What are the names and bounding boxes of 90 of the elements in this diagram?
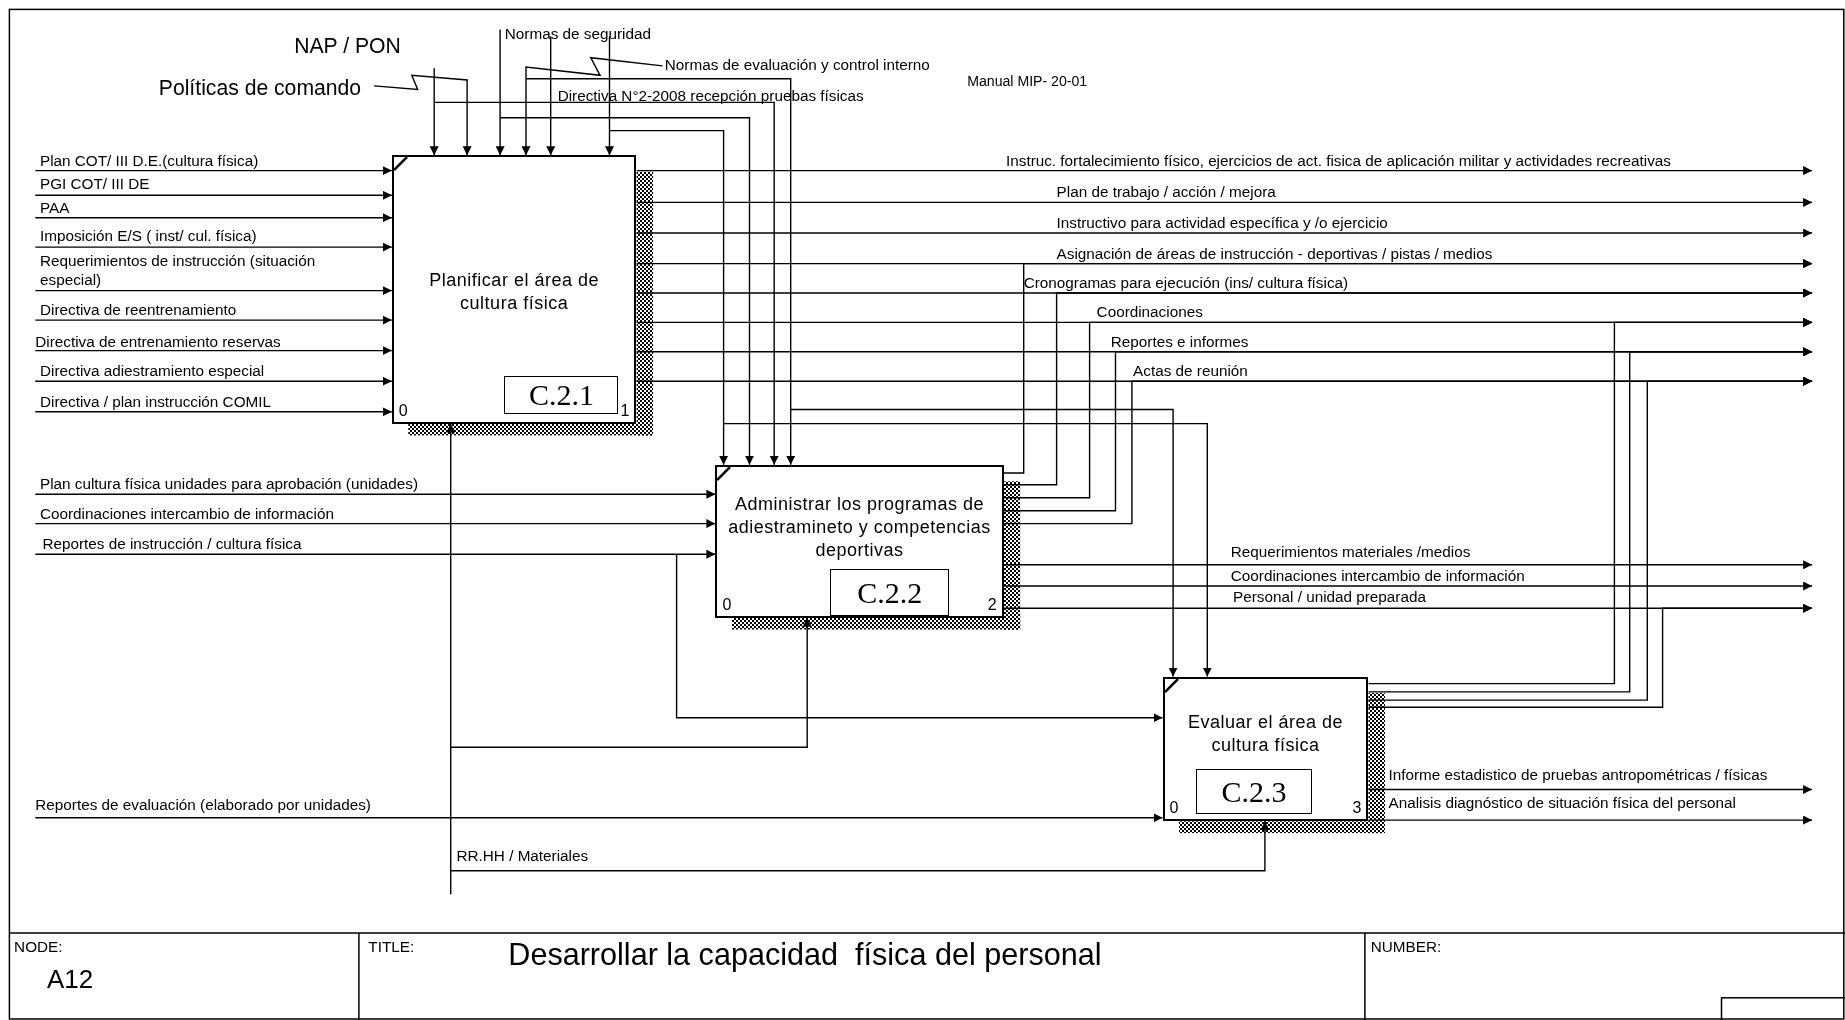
corner-number: 0 [722, 595, 732, 614]
edge-label: Reportes de evaluación (elaborado por unidades) [35, 795, 371, 815]
edge-label: PGI COT/ III DE [40, 174, 150, 194]
edge-label: Plan cultura física unidades para aprobación (unidades) [40, 474, 419, 494]
arrow [450, 617, 812, 748]
activity-box [715, 464, 1004, 618]
edge-label: Instructivo para actividad específica y /o ejercicio [1056, 213, 1388, 233]
arrow [34, 813, 1164, 823]
edge-label: Plan de trabajo / acción / mejora [1056, 182, 1276, 202]
edge-label: PAA [40, 197, 70, 217]
arrow [34, 549, 717, 559]
arrow [34, 346, 393, 356]
arrow [373, 74, 472, 156]
edge-label: Directiva de reentrenamiento [40, 300, 237, 320]
edge-label: Directiva adiestramiento especial [40, 361, 265, 381]
arrow [1367, 785, 1813, 794]
edge-label: Reportes de instrucción / cultura física [42, 534, 302, 554]
reference-code: C.2.1 [504, 376, 619, 414]
edge-label: Coordinaciones intercambio de información [40, 503, 334, 523]
arrow [34, 242, 393, 252]
title-block-text: A12 [47, 964, 94, 994]
arrow [433, 101, 779, 466]
arrow [34, 315, 393, 325]
edge-label: Requerimientos materiales /medios [1230, 542, 1471, 562]
edge-label: Imposición E/S ( inst/ cul. física) [40, 225, 257, 245]
edge-label: RR.HH / Materiales [456, 846, 589, 866]
arrow [1367, 815, 1813, 825]
title-block-text: NUMBER: [1370, 937, 1442, 956]
edge-label: Directiva / plan instrucción COMIL [40, 391, 271, 411]
arrow [34, 519, 717, 529]
edge-label: Normas de seguridad [504, 23, 651, 43]
edge-label: Normas de evaluación y control interno [664, 55, 930, 75]
edge-label: Políticas de comando [158, 75, 362, 102]
edge-label: Asignación de áreas de instrucción - deportivas / pistas / medios [1056, 243, 1493, 263]
arrow [525, 78, 796, 466]
arrow [722, 422, 1212, 678]
edge-label: Actas de reunión [1133, 361, 1248, 381]
arrow [635, 197, 1813, 207]
title-block-text: NODE: [14, 937, 63, 956]
title-block-text: TITLE: [368, 937, 415, 956]
activity-name: Administrar los programas de adiestramineto y competencias deportivas [727, 492, 992, 562]
edge-label: Coordinaciones [1096, 302, 1203, 322]
box-number: 3 [1352, 799, 1362, 818]
arrow [34, 213, 393, 223]
arrow [675, 553, 1164, 723]
edge-label: NAP / PON [294, 32, 401, 59]
arrow [34, 190, 393, 200]
arrow [1003, 581, 1813, 591]
activity-name: Planificar el área de cultura física [428, 269, 600, 316]
arrow [790, 408, 1178, 678]
edge-label: Cronogramas para ejecución (ins/ cultura física) [1023, 273, 1349, 293]
edge-label: Personal / unidad preparada [1233, 587, 1426, 607]
activity-box [1162, 676, 1369, 822]
arrow [34, 376, 393, 386]
title-block-text: Manual MIP- 20-01 [967, 73, 1088, 89]
arrow [521, 56, 664, 156]
arrow [429, 67, 439, 156]
arrow [495, 28, 505, 156]
arrow [34, 166, 393, 176]
edge-label: Informe estadistico de pruebas antropométricas / físicas [1388, 764, 1768, 784]
activity-box [391, 155, 637, 424]
box-number: 2 [987, 595, 997, 614]
arrow [605, 35, 614, 156]
arrow [34, 286, 393, 296]
corner-number: 0 [398, 401, 408, 420]
edge-label: Coordinaciones intercambio de información [1230, 566, 1525, 586]
arrow [1003, 288, 1813, 486]
arrow [635, 228, 1813, 238]
box-number: 1 [620, 401, 630, 420]
arrow [608, 129, 729, 466]
activity-name: Evaluar el área de cultura física [1186, 711, 1344, 758]
edge-label: Analisis diagnóstico de situación física del personal [1388, 793, 1736, 813]
arrow [635, 166, 1813, 176]
arrow [34, 407, 393, 417]
arrow [546, 35, 556, 156]
reference-code: C.2.3 [1196, 769, 1312, 814]
diagram-title: Desarrollar la capacidad física del personal [508, 936, 1102, 972]
reference-code: C.2.2 [830, 569, 950, 617]
arrow [1003, 560, 1813, 570]
arrow [450, 820, 1270, 872]
edge-label: Requerimientos de instrucción (situación especial) [40, 250, 317, 289]
edge-label: Plan COT/ III D.E.(cultura física) [40, 150, 259, 170]
arrow [499, 117, 754, 466]
arrow [446, 422, 456, 895]
corner-number: 0 [1169, 799, 1179, 818]
arrow [34, 489, 717, 499]
edge-label: Reportes e informes [1110, 331, 1249, 351]
edge-label: Instruc. fortalecimiento físico, ejercicios de act. fisica de aplicación militar y actividades recreativas [1006, 150, 1671, 170]
edge-label: Directiva de entrenamiento reservas [35, 331, 281, 351]
arrow [1003, 259, 1813, 474]
